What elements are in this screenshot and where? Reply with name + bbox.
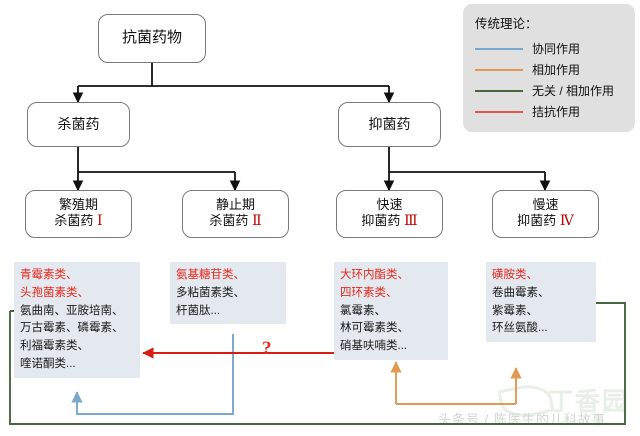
legend-label: 拮抗作用 (532, 105, 581, 119)
legend-swatch-additive-icon (475, 68, 523, 71)
drug-line: 大环内酯类、 (340, 269, 409, 281)
roman-numeral: Ⅱ (252, 214, 262, 230)
drug-line: 万古霉素、磷霉素、 (20, 322, 124, 335)
drug-line: 多粘菌素类、 (176, 286, 245, 299)
node-bacteriostatic[interactable]: 抑菌药 (338, 102, 441, 147)
node-antibacterial-drugs[interactable]: 抗菌药物 (98, 14, 206, 63)
roman-numeral: Ⅲ (404, 214, 418, 230)
node-label-line1: 快速 (376, 197, 403, 213)
legend-label: 协同作用 (532, 42, 581, 56)
node-label-line2: 杀菌药 Ⅰ (54, 213, 103, 230)
node-label-line1: 繁殖期 (58, 197, 98, 213)
node-label: 抗菌药物 (121, 29, 182, 47)
legend-item-additive: 相加作用 (475, 59, 623, 80)
question-mark-annotation: ? (262, 338, 272, 359)
legend-item-synergy: 协同作用 (475, 38, 623, 59)
drug-line: 头孢菌素类、 (20, 286, 89, 299)
synergy-line (71, 334, 234, 415)
drug-line: 利福霉素类、 (20, 340, 89, 353)
drug-list-3: 大环内酯类、 四环素类、 氯霉素、 林可霉素类、 硝基呋喃类... (334, 262, 448, 361)
legend-swatch-indifferent-icon (475, 89, 523, 92)
drug-line: 硝基呋喃类... (340, 340, 408, 353)
drug-line: 四环素类、 (340, 286, 398, 299)
drug-list-1: 青霉素类、 头孢菌素类、 氨曲南、亚胺培南、 万古霉素、磷霉素、 利福霉素类、 … (14, 262, 140, 378)
node-label-line1: 慢速 (532, 197, 559, 213)
drug-line: 卷曲霉素、 (492, 286, 550, 299)
legend-item-indifferent: 无关 / 相加作用 (475, 80, 623, 101)
legend-item-antagonism: 拮抗作用 (475, 101, 623, 122)
node-bactericidal[interactable]: 杀菌药 (27, 102, 130, 147)
drug-line: 青霉素类、 (20, 269, 78, 281)
legend-title: 传统理论： (475, 17, 538, 31)
node-category-2[interactable]: 静止期 杀菌药 Ⅱ (182, 190, 289, 238)
drug-line: 环丝氨酸... (492, 322, 548, 335)
drug-line: 氨基糖苷类、 (176, 269, 245, 281)
legend-label: 无关 / 相加作用 (532, 84, 615, 98)
drug-list-2: 氨基糖苷类、 多粘菌素类、 杆菌肽... (170, 262, 286, 325)
legend-label: 相加作用 (532, 63, 581, 77)
node-category-1[interactable]: 繁殖期 杀菌药 Ⅰ (25, 190, 132, 238)
drug-line: 杆菌肽... (176, 304, 221, 317)
node-label-line2: 抑菌药 Ⅳ (517, 213, 574, 230)
watermark-logo: 丁香园 (548, 388, 630, 416)
node-label-line2: 抑菌药 Ⅲ (361, 213, 418, 230)
legend-panel: 传统理论： 协同作用 相加作用 无关 / 相加作用 拮抗作用 (463, 4, 635, 132)
node-label-line2: 杀菌药 Ⅱ (209, 213, 262, 230)
legend-swatch-antagonism-icon (475, 110, 523, 113)
node-category-3[interactable]: 快速 抑菌药 Ⅲ (336, 190, 443, 238)
drug-line: 氯霉素、 (340, 304, 386, 317)
node-category-4[interactable]: 慢速 抑菌药 Ⅳ (492, 190, 599, 238)
node-label: 抑菌药 (368, 115, 411, 132)
roman-numeral: Ⅰ (97, 214, 103, 230)
node-label: 杀菌药 (57, 115, 100, 132)
drug-line: 磺胺类、 (492, 269, 538, 281)
drug-line: 喹诺酮类... (20, 358, 76, 371)
roman-numeral: Ⅳ (559, 214, 574, 230)
legend-swatch-synergy-icon (475, 47, 523, 50)
drug-list-4: 磺胺类、 卷曲霉素、 紫霉素、 环丝氨酸... (486, 262, 596, 343)
drug-line: 氨曲南、亚胺培南、 (20, 304, 124, 317)
drug-line: 紫霉素、 (492, 304, 538, 317)
drug-line: 林可霉素类、 (340, 322, 409, 335)
additive-line (390, 361, 522, 405)
node-label-line1: 静止期 (215, 197, 255, 213)
